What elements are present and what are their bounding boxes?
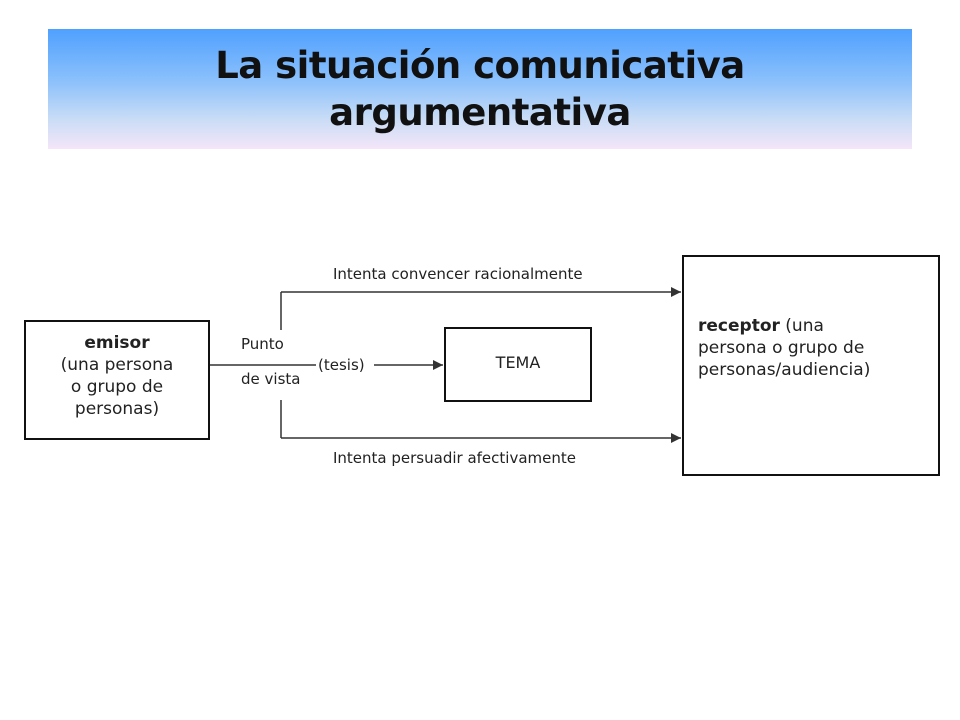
emisor-label: emisor [84,333,150,353]
tesis-label: (tesis) [318,356,365,374]
emisor-description: (una persona o grupo de personas) [60,355,174,419]
de-vista-label: de vista [241,370,301,388]
receptor-text: receptor (una persona o grupo de persona… [698,315,928,381]
bottom-arrow-label: Intenta persuadir afectivamente [333,449,576,467]
punto-label: Punto [241,335,284,353]
receptor-description: (una persona o grupo de personas/audienc… [698,316,871,380]
receptor-label: receptor [698,316,780,336]
emisor-box: emisor (una persona o grupo de personas) [24,320,210,440]
top-arrow-label: Intenta convencer racionalmente [333,265,583,283]
tema-box: TEMA [444,327,592,402]
slide-title: La situación comunicativa argumentativa [215,44,745,134]
title-banner: La situación comunicativa argumentativa [48,29,912,149]
receptor-box: receptor (una persona o grupo de persona… [682,255,940,476]
tema-label: TEMA [495,353,541,372]
emisor-text: emisor (una persona o grupo de personas) [26,332,208,420]
